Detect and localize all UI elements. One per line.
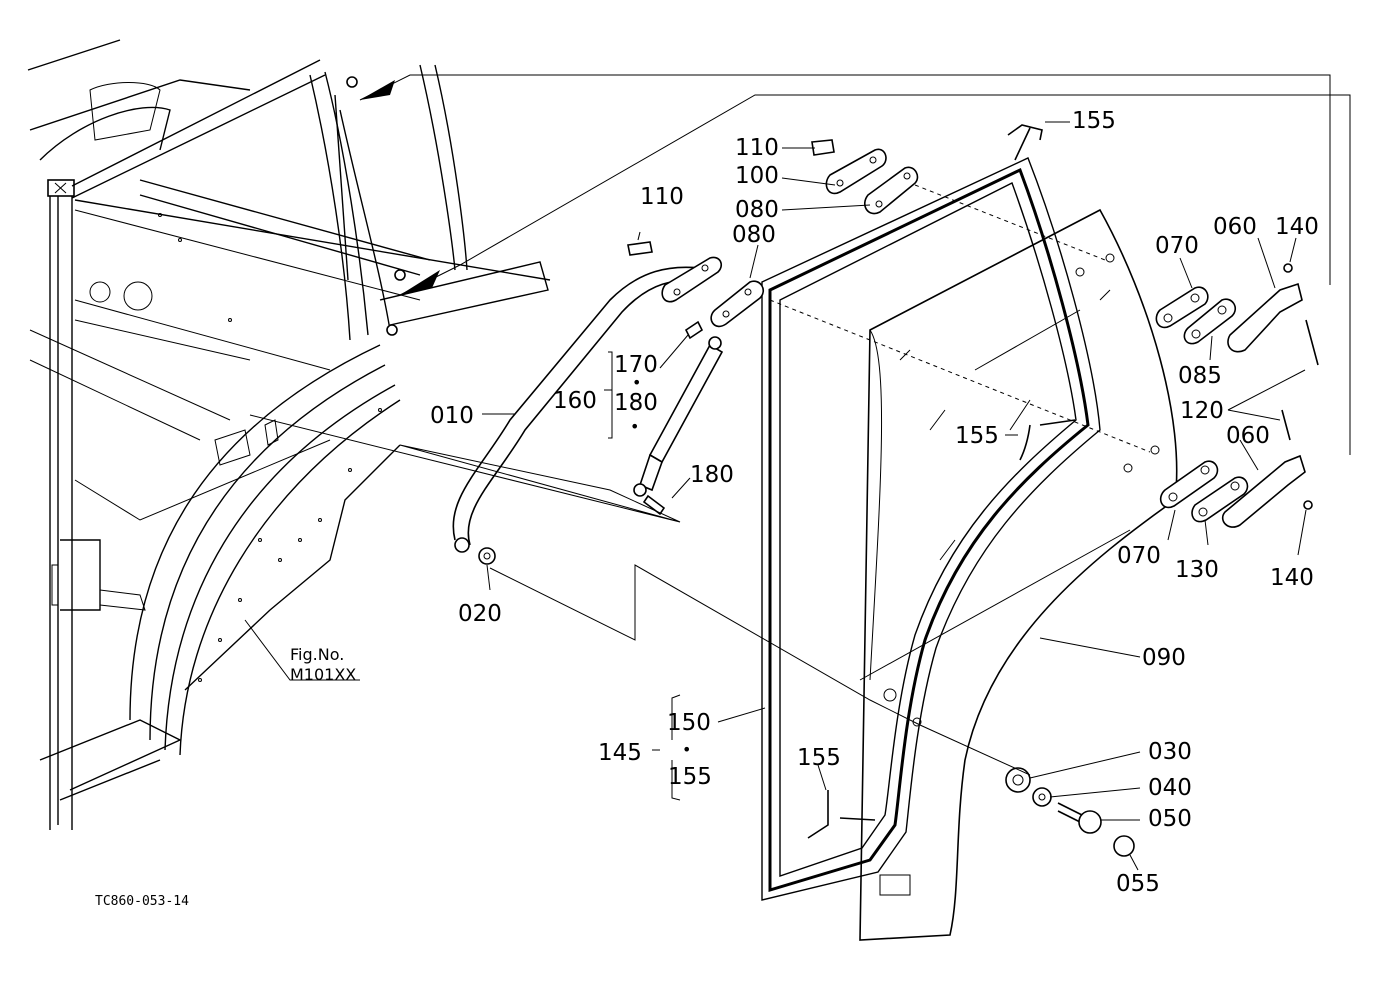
label-170: 170 <box>614 352 658 378</box>
dot-145: • <box>682 740 691 759</box>
dot-170-180: • <box>632 373 641 392</box>
cab-frame <box>27 39 1351 830</box>
handrail <box>452 266 703 565</box>
leader-lines <box>249 121 1307 871</box>
label-140-b: 140 <box>1270 565 1314 591</box>
seal-clips <box>807 124 1076 839</box>
figref-line1: Fig.No. <box>290 645 344 664</box>
upper-hinge-plates <box>627 139 919 328</box>
label-070-a: 070 <box>1155 233 1199 259</box>
bottom-hardware <box>1005 767 1135 857</box>
label-160: 160 <box>553 388 597 414</box>
label-010: 010 <box>430 403 474 429</box>
label-155-low: 155 <box>668 764 712 790</box>
figure-reference: Fig.No. M101XX <box>244 619 360 684</box>
label-155-mid: 155 <box>955 423 999 449</box>
label-145: 145 <box>598 740 642 766</box>
label-110-b: 110 <box>640 184 684 210</box>
label-080-b: 080 <box>732 222 776 248</box>
dot-160: • <box>630 417 639 436</box>
label-090: 090 <box>1142 645 1186 671</box>
label-130: 130 <box>1175 557 1219 583</box>
label-180-b: 180 <box>690 462 734 488</box>
label-030: 030 <box>1148 739 1192 765</box>
label-050: 050 <box>1148 806 1192 832</box>
right-hinges <box>1155 263 1319 528</box>
label-060-b: 060 <box>1226 423 1270 449</box>
label-150: 150 <box>667 710 711 736</box>
part-labels: 155 110 100 080 110 080 070 060 140 085 … <box>430 108 1319 897</box>
label-140-a: 140 <box>1275 214 1319 240</box>
label-155-bot: 155 <box>797 745 841 771</box>
label-120: 120 <box>1180 398 1224 424</box>
label-070-b: 070 <box>1117 543 1161 569</box>
gas-strut <box>633 320 724 516</box>
label-020: 020 <box>458 601 502 627</box>
door-glass <box>859 208 1178 941</box>
figref-line2: M101XX <box>290 665 356 684</box>
drawing-code: TC860-053-14 <box>95 894 189 909</box>
label-180-a: 180 <box>614 390 658 416</box>
label-085: 085 <box>1178 363 1222 389</box>
label-110-a: 110 <box>735 135 779 161</box>
label-080-a: 080 <box>735 197 779 223</box>
label-155-top: 155 <box>1072 108 1116 134</box>
label-040: 040 <box>1148 775 1192 801</box>
label-055: 055 <box>1116 871 1160 897</box>
label-060-a: 060 <box>1213 214 1257 240</box>
weather-strip <box>761 157 1101 901</box>
label-100: 100 <box>735 163 779 189</box>
